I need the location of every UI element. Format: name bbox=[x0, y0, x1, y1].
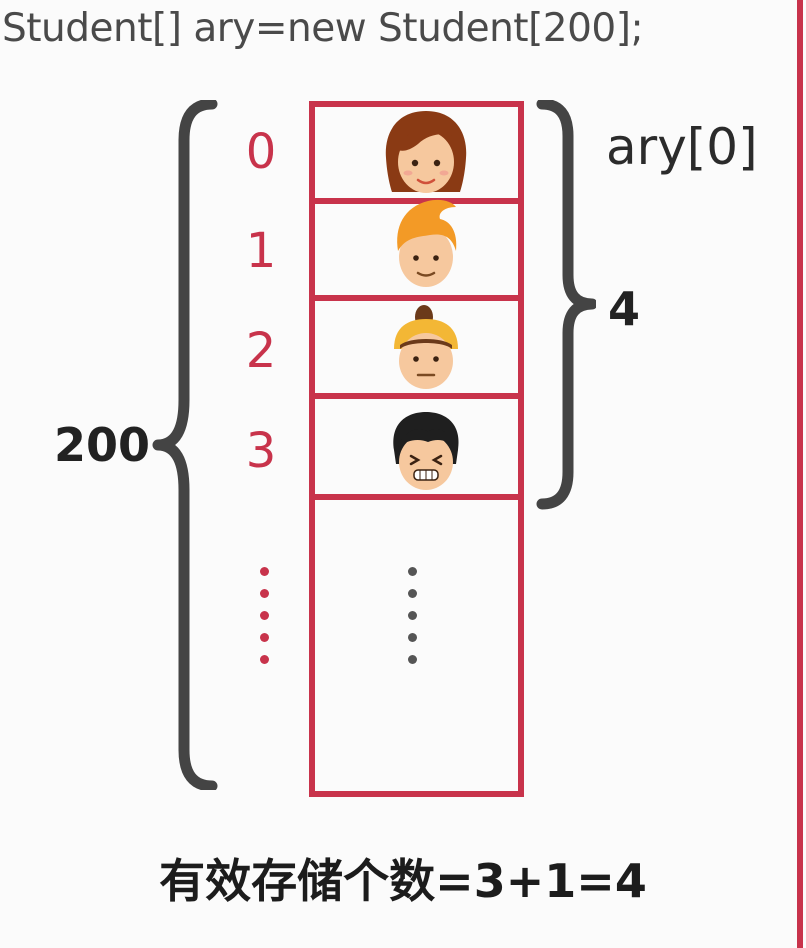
index-label-2: 2 bbox=[245, 323, 277, 379]
index-label-3: 3 bbox=[245, 423, 277, 479]
dark-hair-boy-face-icon bbox=[393, 412, 459, 490]
array-box bbox=[309, 101, 524, 797]
cell-divider bbox=[309, 295, 524, 301]
used-count-brace bbox=[536, 100, 596, 510]
right-edge-rule bbox=[797, 0, 803, 948]
cell-divider bbox=[309, 494, 524, 500]
cell-divider bbox=[309, 198, 524, 204]
girl-face-icon bbox=[385, 111, 467, 193]
index-label-1: 1 bbox=[245, 223, 277, 279]
blond-boy-face-icon bbox=[397, 199, 457, 287]
effective-count-formula: 有效存储个数=3+1=4 bbox=[159, 854, 647, 908]
cell-ellipsis bbox=[408, 567, 418, 677]
array-size-label: 200 bbox=[54, 418, 151, 472]
code-declaration: Student[] ary=new Student[200]; bbox=[2, 6, 644, 51]
topknot-boy-face-icon bbox=[394, 305, 458, 389]
index-label-0: 0 bbox=[245, 124, 277, 180]
used-count-label: 4 bbox=[608, 282, 641, 336]
cell-divider bbox=[309, 393, 524, 399]
index-ellipsis bbox=[260, 567, 270, 677]
element-reference-label: ary[0] bbox=[606, 118, 758, 176]
size-brace bbox=[152, 100, 218, 790]
